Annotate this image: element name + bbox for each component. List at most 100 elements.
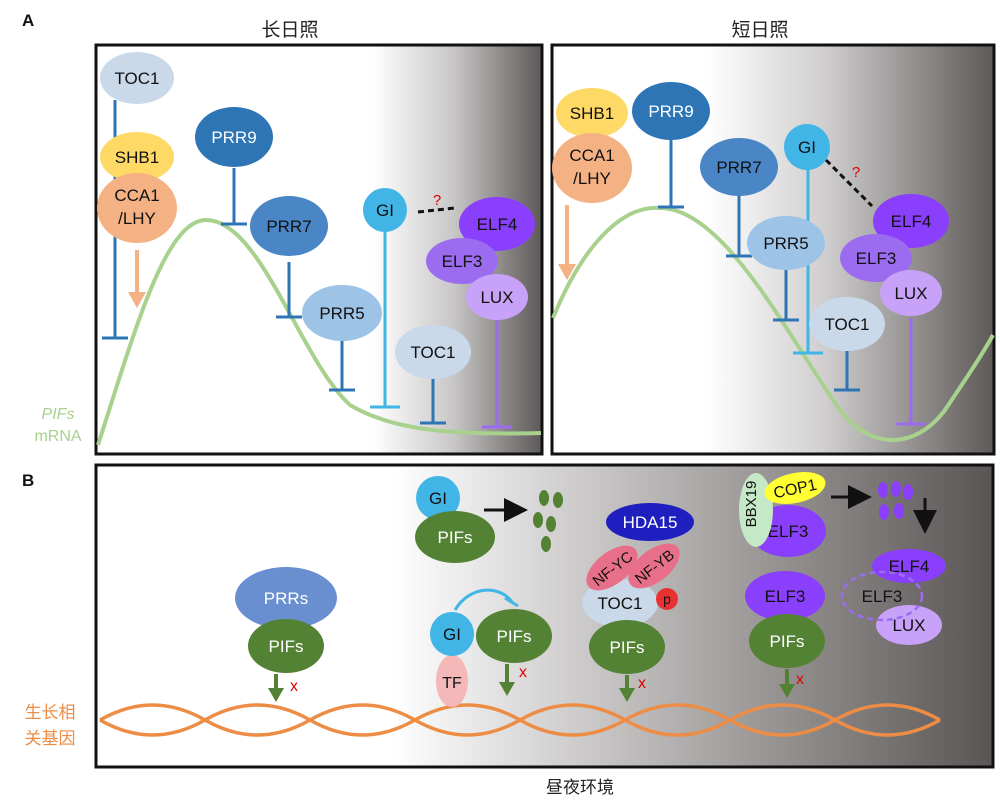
toc1-oval	[582, 579, 658, 627]
long-prr5-oval	[302, 285, 382, 341]
short-prr7-repression-line	[726, 195, 752, 258]
pifs-oval-4	[749, 614, 825, 668]
short-toc1-repression-line	[834, 348, 860, 392]
bottom-label: 昼夜环境	[546, 778, 614, 798]
elf3-label-mid: ELF3	[765, 587, 806, 606]
toc1-label: TOC1	[597, 594, 642, 613]
long-toc1-label: TOC1	[114, 69, 159, 88]
pifs-label-4: PIFs	[770, 632, 805, 651]
panel-a-letter: A	[22, 11, 34, 30]
panel-b-letter: B	[22, 471, 34, 490]
ylabel-mrna: mRNA	[34, 428, 81, 445]
dna-strand-2	[99, 703, 941, 737]
long-cca1-oval	[97, 173, 177, 243]
prrs-oval	[235, 567, 337, 629]
elf4-label: ELF4	[889, 557, 930, 576]
elf3-oval-mid	[745, 571, 825, 621]
pifs-label-top: PIFs	[438, 528, 473, 547]
lux-label: LUX	[892, 616, 925, 635]
long-prr7-oval	[250, 196, 328, 256]
short-question-mark: ?	[852, 164, 860, 181]
short-elf4-oval	[873, 194, 949, 248]
repress-x-1: x	[290, 678, 298, 695]
long-prr5-label: PRR5	[319, 304, 364, 323]
elf3-fragments	[878, 481, 913, 520]
long-cca1-arrowhead	[128, 292, 146, 308]
gi-label-top: GI	[429, 489, 447, 508]
long-toc1-oval	[100, 52, 174, 104]
title-short-day: 短日照	[731, 19, 788, 41]
pifs-label-2: PIFs	[497, 627, 532, 646]
short-prr9-label: PRR9	[648, 102, 693, 121]
gi-inhibition-arc	[453, 588, 519, 611]
short-prr7-label: PRR7	[716, 158, 761, 177]
elf3-dashed-oval	[840, 570, 924, 622]
short-prr9-repression-line	[658, 138, 684, 209]
gene-label-line1: 生长相	[25, 703, 76, 723]
ylabel-pifs: PIFs	[42, 406, 75, 423]
pifs-arrowhead-1	[268, 688, 284, 702]
short-elf3-oval	[840, 234, 912, 282]
short-gi-label: GI	[798, 138, 816, 157]
short-prr9-oval	[632, 82, 710, 140]
short-lux-label: LUX	[894, 284, 927, 303]
long-lux-repression-line	[482, 318, 512, 429]
gi-label-bottom: GI	[443, 625, 461, 644]
short-lux-repression-line	[896, 318, 926, 426]
pifs-arrowhead-2	[499, 682, 515, 696]
long-gi-repression-line	[370, 228, 400, 409]
long-toc1-late-repression-line	[420, 378, 446, 425]
pifs-label-1: PIFs	[269, 637, 304, 656]
pifs-curve-long-day	[96, 217, 542, 446]
short-prr7-oval	[700, 138, 778, 196]
long-gi-oval	[363, 188, 407, 232]
hda15-oval	[606, 503, 694, 541]
gene-label-line2: 关基因	[25, 729, 76, 749]
long-gi-elf4-dashed	[417, 206, 456, 214]
short-cca1-oval	[552, 133, 632, 203]
pifs-label-3: PIFs	[610, 638, 645, 657]
repress-x-4: x	[796, 671, 804, 688]
short-shb1-label: SHB1	[570, 104, 614, 123]
long-toc1-late-oval	[395, 325, 471, 379]
prrs-label: PRRs	[264, 589, 308, 608]
elf4-oval	[872, 549, 946, 583]
elf3-dashed-label: ELF3	[862, 587, 903, 606]
short-prr5-label: PRR5	[763, 234, 808, 253]
long-prr7-label: PRR7	[266, 217, 311, 236]
long-toc1-late-label: TOC1	[410, 343, 455, 362]
long-shb1-label: SHB1	[115, 148, 159, 167]
gi-oval-top	[416, 476, 460, 520]
bbx19-label: BBX19	[743, 481, 760, 528]
pifs-curve-short-day	[551, 205, 995, 442]
short-toc1-oval	[809, 297, 885, 351]
long-elf3-label: ELF3	[442, 252, 483, 271]
cop1-oval	[764, 471, 826, 505]
long-cca1-label-2: /LHY	[118, 209, 156, 228]
nfyb-oval	[628, 543, 680, 589]
long-cca1-label-1: CCA1	[114, 186, 159, 205]
repress-x-2: x	[519, 664, 527, 681]
long-lux-label: LUX	[480, 288, 513, 307]
phospho-circle	[656, 588, 678, 610]
pifs-oval-1	[248, 619, 324, 673]
short-cca1-label-1: CCA1	[569, 146, 614, 165]
pifs-arrowhead-3	[619, 688, 635, 702]
phospho-label: p	[663, 591, 671, 607]
tf-label: TF	[442, 675, 462, 692]
gi-oval-bottom	[430, 612, 474, 656]
pifs-oval-2	[476, 609, 552, 663]
tf-oval	[436, 655, 468, 707]
short-cca1-arrowhead	[558, 264, 576, 280]
long-lux-oval	[466, 274, 528, 320]
long-prr9-repression-line	[221, 168, 247, 226]
elf3-label-top: ELF3	[768, 522, 809, 541]
short-shb1-oval	[556, 88, 628, 138]
long-prr7-repression-line	[276, 262, 302, 319]
short-lux-oval	[880, 270, 942, 316]
long-elf4-label: ELF4	[477, 215, 518, 234]
lux-oval	[876, 605, 942, 645]
long-prr5-repression-line	[329, 340, 355, 392]
nfyc-oval	[586, 545, 638, 591]
